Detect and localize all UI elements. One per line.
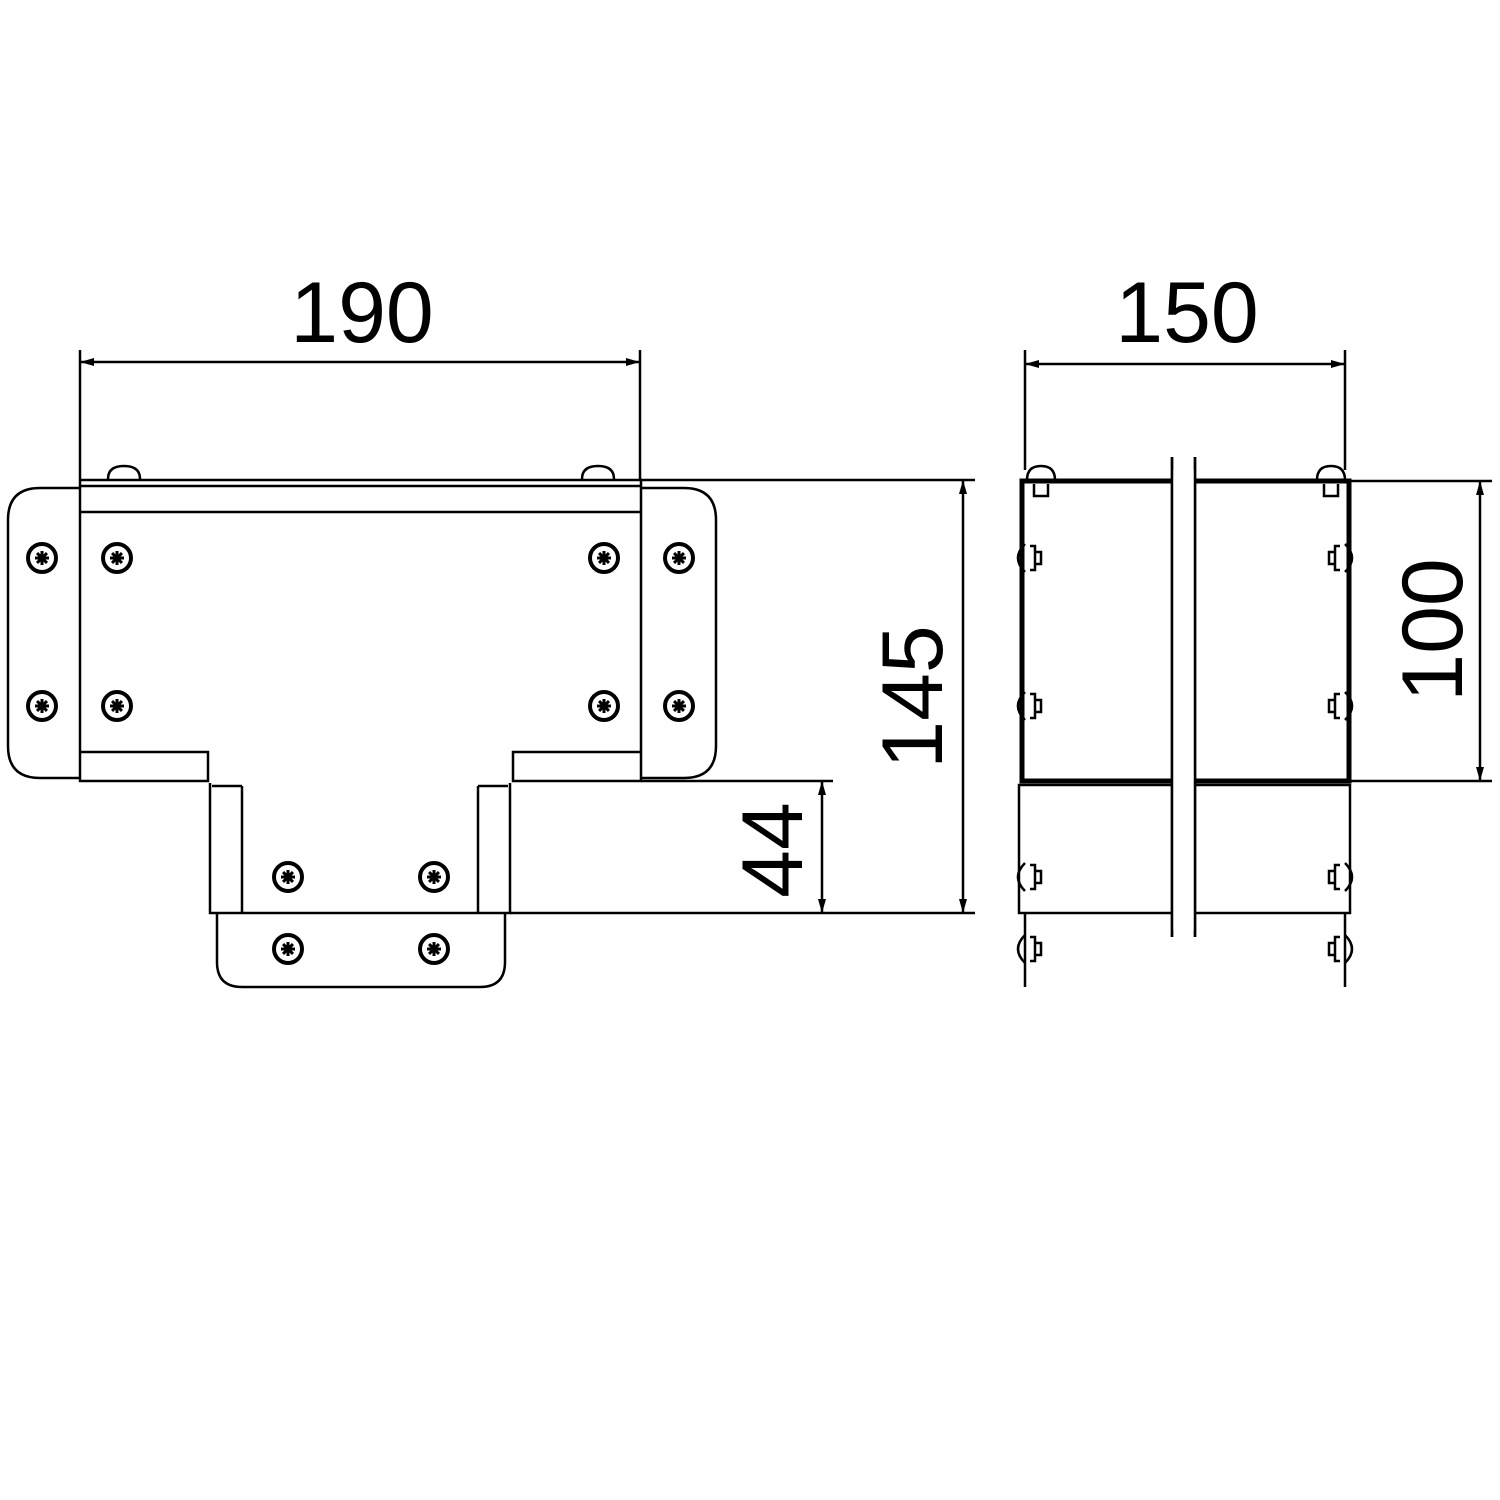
side-bolt-icon — [1327, 862, 1354, 892]
dimension-150: 150 — [1115, 265, 1259, 361]
dimension-44: 44 — [725, 802, 821, 898]
dimensions — [78, 350, 1492, 915]
screw-icon — [588, 542, 620, 574]
dimension-145: 145 — [865, 625, 961, 769]
front-view — [6, 464, 718, 989]
screw-icon — [272, 861, 304, 893]
screw-icon — [101, 542, 133, 574]
side-bolt-icon — [1016, 691, 1043, 721]
top-bolt-icon — [1025, 464, 1057, 498]
side-bolt-icon — [1327, 934, 1354, 964]
side-bolt-icon — [1016, 934, 1043, 964]
stem — [208, 783, 512, 915]
screw-icon — [26, 690, 58, 722]
dimension-190: 190 — [290, 265, 434, 361]
screw-icon — [418, 933, 450, 965]
screw-group — [26, 542, 695, 965]
bottom-flange — [215, 913, 507, 989]
side-bolt-group — [1016, 464, 1354, 964]
screw-icon — [663, 690, 695, 722]
right-flange — [641, 486, 718, 780]
side-bolt-icon — [1327, 691, 1354, 721]
screw-icon — [101, 690, 133, 722]
screw-icon — [663, 542, 695, 574]
main-body — [78, 478, 643, 783]
top-bolt-icon — [1315, 464, 1347, 498]
side-bolt-icon — [1327, 543, 1354, 573]
screw-icon — [26, 542, 58, 574]
top-screw-icon — [580, 464, 616, 480]
screw-icon — [418, 861, 450, 893]
left-flange — [6, 486, 80, 780]
screw-icon — [272, 933, 304, 965]
side-view — [1016, 457, 1354, 987]
screw-icon — [588, 690, 620, 722]
dimension-100: 100 — [1385, 558, 1481, 702]
side-bolt-icon — [1016, 862, 1043, 892]
side-bolt-icon — [1016, 543, 1043, 573]
top-screw-icon — [106, 464, 142, 480]
